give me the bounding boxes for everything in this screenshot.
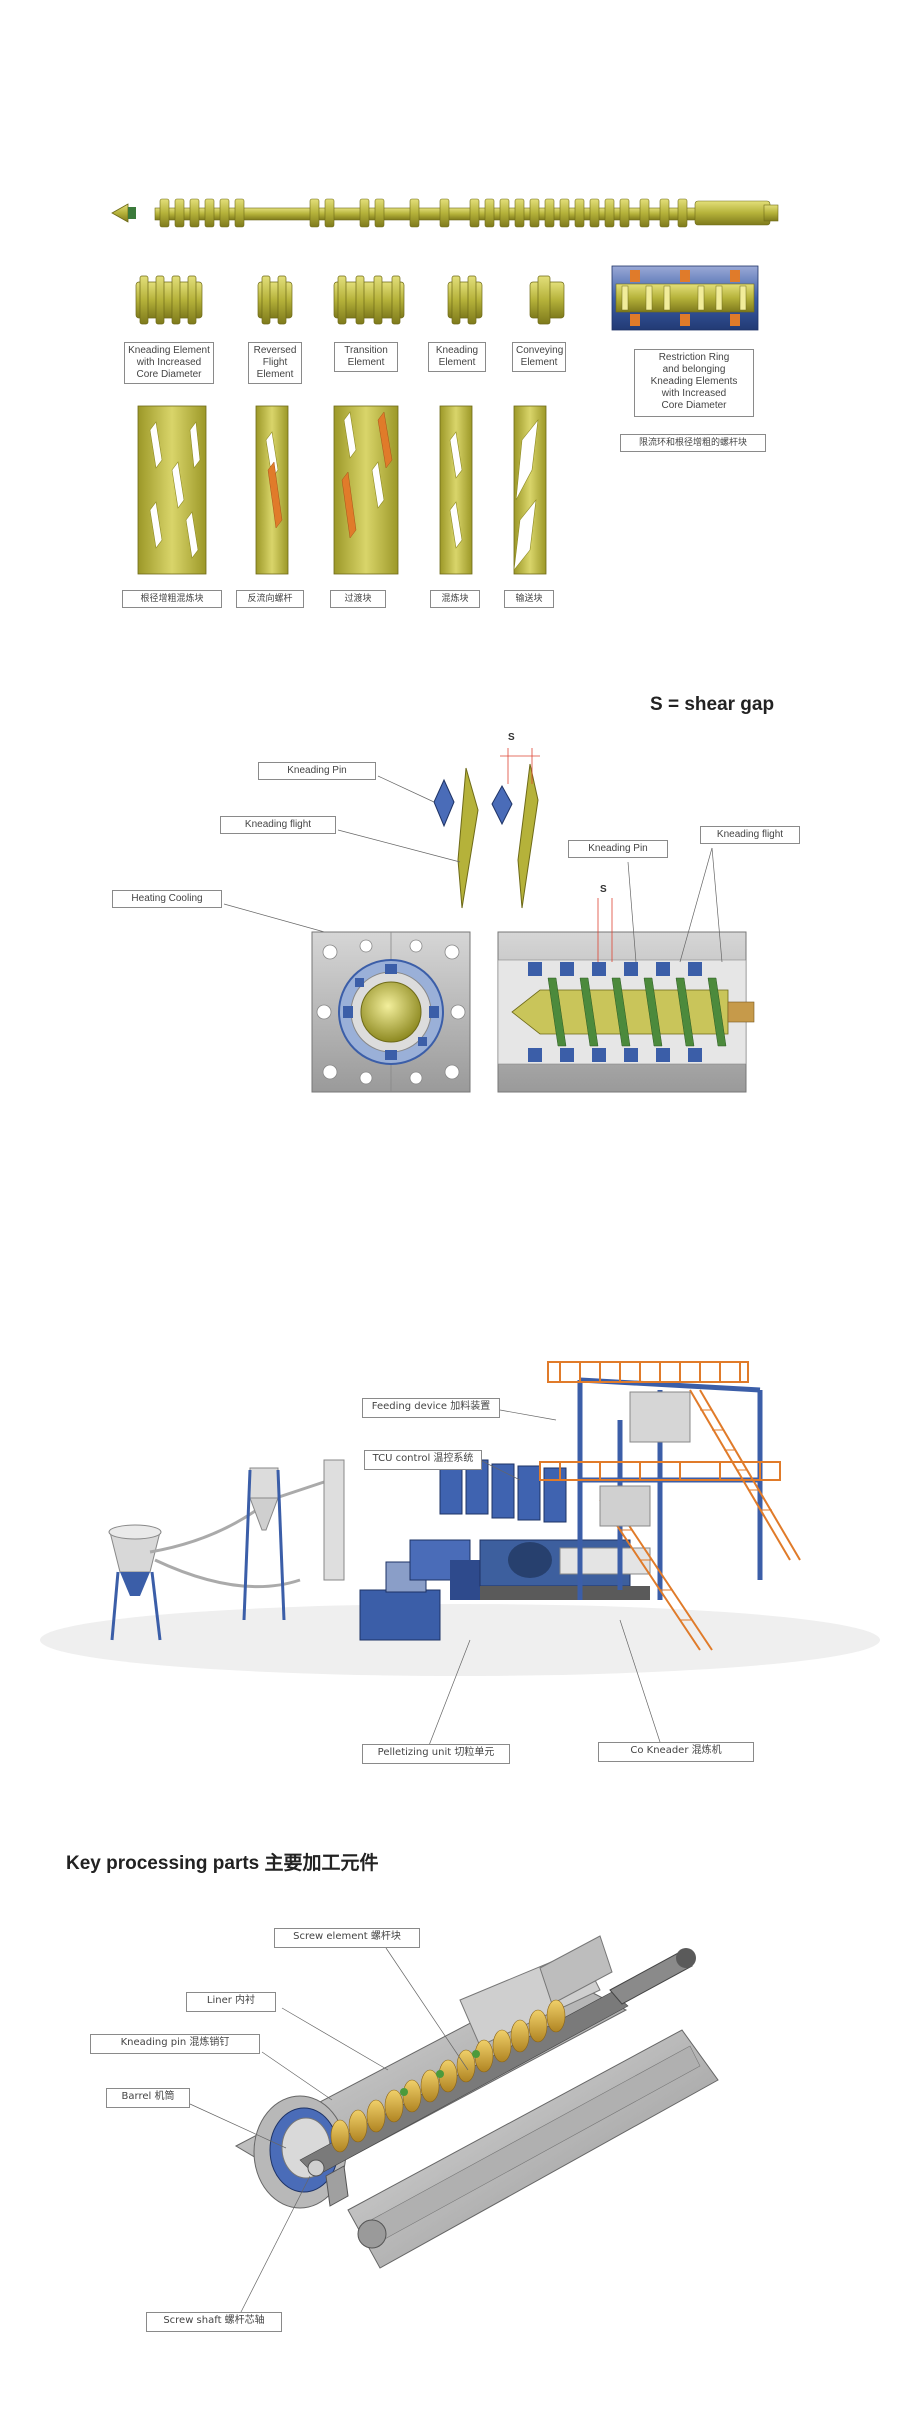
screw-elements-drawing (111, 198, 779, 575)
label-kneading-element: Kneading Element (428, 342, 486, 372)
key-parts-title: Key processing parts 主要加工元件 (66, 1853, 379, 1874)
flight-development-strips (137, 405, 547, 575)
label-feeding-device: Feeding device 加料装置 (362, 1398, 500, 1418)
label-cn-reversed: 反流向螺杆 (236, 590, 304, 608)
label-cn-kneading: 混炼块 (430, 590, 480, 608)
shear-gap-drawing (223, 748, 755, 1093)
label-kneading-flight-right: Kneading flight (700, 826, 800, 844)
barrel-longitudinal-section (497, 847, 755, 1093)
shear-gap-title: S = shear gap (650, 694, 775, 715)
label-restriction-ring: Restriction Ring and belonging Kneading … (634, 349, 754, 417)
label-tcu-control: TCU control 温控系统 (364, 1450, 482, 1470)
plant-drawing (40, 1361, 880, 1749)
co-kneader-machine (479, 1539, 651, 1600)
shear-gap-marker-section: S (600, 884, 607, 895)
label-co-kneader: Co Kneader 混炼机 (598, 1742, 754, 1762)
label-kneading-element-increased-core: Kneading Element with Increased Core Dia… (124, 342, 214, 384)
label-conveying-element: Conveying Element (512, 342, 566, 372)
label-kneading-pin: Kneading pin 混炼销钉 (90, 2034, 260, 2054)
label-transition-element: Transition Element (334, 342, 398, 372)
feeding-platform (539, 1361, 801, 1651)
element-pieces (135, 275, 565, 325)
label-kneading-pin-right: Kneading Pin (568, 840, 668, 858)
pelletizing-machine (359, 1539, 480, 1641)
label-screw-shaft: Screw shaft 螺杆芯轴 (146, 2312, 282, 2332)
label-liner: Liner 内衬 (186, 1992, 276, 2012)
label-screw-element: Screw element 螺杆块 (274, 1928, 420, 1948)
label-kneading-flight-left: Kneading flight (220, 816, 336, 834)
label-kneading-pin-left: Kneading Pin (258, 762, 376, 780)
label-cn-transition: 过渡块 (330, 590, 386, 608)
barrel-cross-section (311, 931, 471, 1093)
label-pelletizing-unit: Pelletizing unit 切粒单元 (362, 1744, 510, 1764)
label-heating-cooling: Heating Cooling (112, 890, 222, 908)
label-barrel: Barrel 机筒 (106, 2088, 190, 2108)
tcu-cabinets (439, 1459, 567, 1523)
storage-hopper (108, 1524, 162, 1641)
cyclone (242, 1459, 345, 1621)
label-cn-kneading-core: 根径增粗混炼块 (122, 590, 222, 608)
shear-gap-marker-top: S (508, 732, 515, 743)
label-reversed-flight-element: Reversed Flight Element (248, 342, 302, 384)
full-screw-shaft (111, 198, 779, 228)
label-restriction-ring-cn: 限流环和根径增粗的螺杆块 (620, 434, 766, 452)
pin-flight-schematic (223, 748, 540, 939)
label-cn-conveying: 输送块 (504, 590, 554, 608)
restriction-ring-drawing (611, 265, 759, 331)
